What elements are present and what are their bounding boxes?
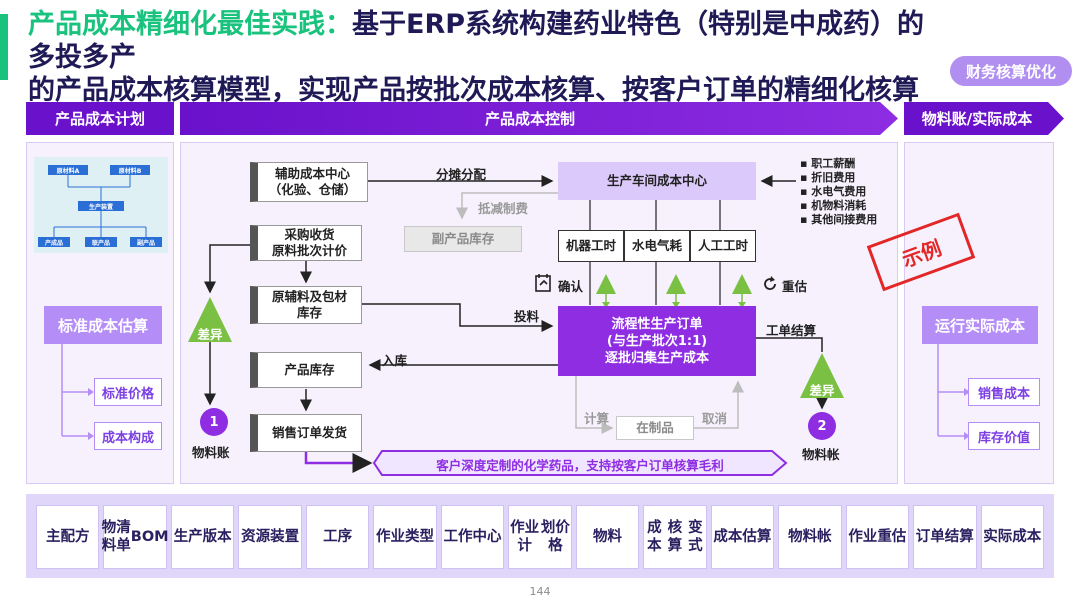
allocation-label: 分摊分配 bbox=[436, 167, 487, 182]
product-stock-box[interactable]: 产品库存 bbox=[250, 352, 362, 388]
cost-items-list: 职工薪酬 折旧费用 水电气费用 机物料消耗 其他间接费用 bbox=[800, 157, 910, 227]
revalue-label: 重估 bbox=[782, 279, 808, 294]
cancel-label: 取消 bbox=[702, 411, 728, 426]
material-ledger-left-label: 物料账 bbox=[192, 445, 230, 460]
cost-item: 折旧费用 bbox=[800, 171, 910, 185]
standard-price-item[interactable]: 标准价格 bbox=[94, 378, 162, 406]
production-structure-chart: 原材料A 原材料B 生产装置 产成品 联产品 副产品 bbox=[34, 157, 168, 253]
cost-item: 职工薪酬 bbox=[800, 157, 910, 171]
page-title: 产品成本精细化最佳实践：基于ERP系统构建药业特色（特别是中成药）的多投多产 的… bbox=[28, 8, 928, 107]
variance-right-shape bbox=[800, 353, 844, 398]
structure-product: 产成品 bbox=[38, 237, 70, 247]
master-data-item[interactable]: 资源装置 bbox=[238, 505, 302, 569]
master-data-item[interactable]: 订单结算 bbox=[913, 505, 977, 569]
structure-plant: 生产装置 bbox=[78, 201, 124, 211]
section-header-control-shape bbox=[180, 102, 898, 135]
section-header-ledger: 物料账/实际成本 bbox=[921, 110, 1033, 128]
process-order-box[interactable]: 流程性生产订单 (与生产批次1:1) 逐批归集生产成本 bbox=[558, 306, 756, 376]
master-data-item[interactable]: 实际成本 bbox=[980, 505, 1044, 569]
ledger-connectors bbox=[937, 344, 970, 440]
customer-banner-text: 客户深度定制的化学药品，支持按客户订单核算毛利 bbox=[436, 458, 724, 473]
master-data-item[interactable]: 生产版本 bbox=[170, 505, 235, 569]
inbound-label: 入库 bbox=[382, 353, 408, 368]
feed-label: 投料 bbox=[514, 309, 540, 324]
activity-triangles bbox=[596, 274, 752, 308]
labor-hours-box[interactable]: 人工工时 bbox=[690, 230, 756, 262]
structure-raw-b: 原材料B bbox=[110, 165, 150, 175]
utilities-box[interactable]: 水电气耗 bbox=[624, 230, 690, 262]
run-actual-cost-button[interactable]: 运行实际成本 bbox=[922, 306, 1038, 344]
standard-cost-estimate-button[interactable]: 标准成本估算 bbox=[44, 306, 162, 344]
purchase-receipt-box[interactable]: 采购收货 原料批次计价 bbox=[250, 225, 362, 261]
cost-item: 水电气费用 bbox=[800, 185, 910, 199]
customer-banner-shape bbox=[372, 450, 788, 476]
section-header-control: 产品成本控制 bbox=[484, 110, 575, 128]
title-line2: 的产品成本核算模型，实现产品按批次成本核算、按客户订单的精细化核算 bbox=[28, 75, 919, 106]
category-tag: 财务核算优化 bbox=[950, 56, 1072, 86]
variance-left-shape bbox=[188, 297, 232, 342]
master-data-item[interactable]: 作业重估 bbox=[845, 505, 910, 569]
structure-byproduct: 副产品 bbox=[130, 237, 162, 247]
order-settlement-label: 工单结算 bbox=[766, 323, 817, 338]
material-ledger-marker-1: 1 bbox=[200, 408, 228, 436]
structure-chart-lines bbox=[53, 174, 147, 237]
master-data-item[interactable]: 工作中心 bbox=[440, 505, 505, 569]
machine-hours-box[interactable]: 机器工时 bbox=[558, 230, 624, 262]
section-header-ledger-shape bbox=[904, 102, 1064, 135]
confirm-label: 确认 bbox=[558, 279, 584, 294]
plan-connectors bbox=[61, 344, 94, 440]
material-ledger-marker-2: 2 bbox=[808, 412, 836, 440]
master-data-item[interactable]: 成本估算 bbox=[710, 505, 775, 569]
sales-delivery-box[interactable]: 销售订单发货 bbox=[250, 414, 362, 452]
raw-material-stock-box[interactable]: 原辅料及包材 库存 bbox=[250, 286, 362, 324]
cost-item: 机物料消耗 bbox=[800, 199, 910, 213]
variance-left-label: 差异 bbox=[197, 327, 223, 342]
material-ledger-right-label: 物料帐 bbox=[802, 447, 840, 462]
title-highlight: 产品成本精细化最佳实践： bbox=[28, 9, 352, 40]
master-data-item[interactable]: 物料 bbox=[575, 505, 640, 569]
cost-composition-item[interactable]: 成本构成 bbox=[94, 422, 162, 450]
section-header-plan: 产品成本计划 bbox=[26, 102, 174, 135]
title-accent-bar bbox=[0, 14, 8, 80]
calculate-label: 计算 bbox=[584, 411, 610, 426]
master-data-item[interactable]: 成本核算变式 bbox=[643, 505, 707, 569]
confirm-icon bbox=[534, 273, 554, 293]
structure-raw-a: 原材料A bbox=[48, 165, 88, 175]
master-data-item[interactable]: 工序 bbox=[305, 505, 370, 569]
section-header-ledger-bar bbox=[904, 102, 1064, 135]
master-data-item[interactable]: 作业计划价格 bbox=[508, 505, 572, 569]
section-header-control-bar bbox=[180, 102, 898, 135]
byproduct-stock[interactable]: 副产品库存 bbox=[404, 226, 522, 252]
workshop-cost-center[interactable]: 生产车间成本中心 bbox=[558, 162, 756, 200]
aux-cost-center[interactable]: 辅助成本中心 （化验、仓储） bbox=[250, 162, 368, 202]
inventory-value-item[interactable]: 库存价值 bbox=[968, 422, 1040, 450]
master-data-item[interactable]: 作业类型 bbox=[373, 505, 437, 569]
offset-overhead-label: 抵减制费 bbox=[478, 201, 529, 216]
master-data-item[interactable]: 主配方 bbox=[36, 505, 100, 569]
cost-of-sales-item[interactable]: 销售成本 bbox=[968, 378, 1040, 406]
title-line1-rest: 基于ERP系统构建药业特色（特别是中成药）的多投多产 bbox=[28, 9, 925, 73]
cost-item: 其他间接费用 bbox=[800, 213, 910, 227]
master-data-item[interactable]: 物料帐 bbox=[778, 505, 842, 569]
page-number: 144 bbox=[529, 585, 551, 598]
wip-box[interactable]: 在制品 bbox=[616, 416, 694, 440]
variance-right-label: 差异 bbox=[809, 383, 835, 398]
revalue-icon bbox=[762, 276, 778, 292]
structure-coproduct: 联产品 bbox=[85, 237, 117, 247]
